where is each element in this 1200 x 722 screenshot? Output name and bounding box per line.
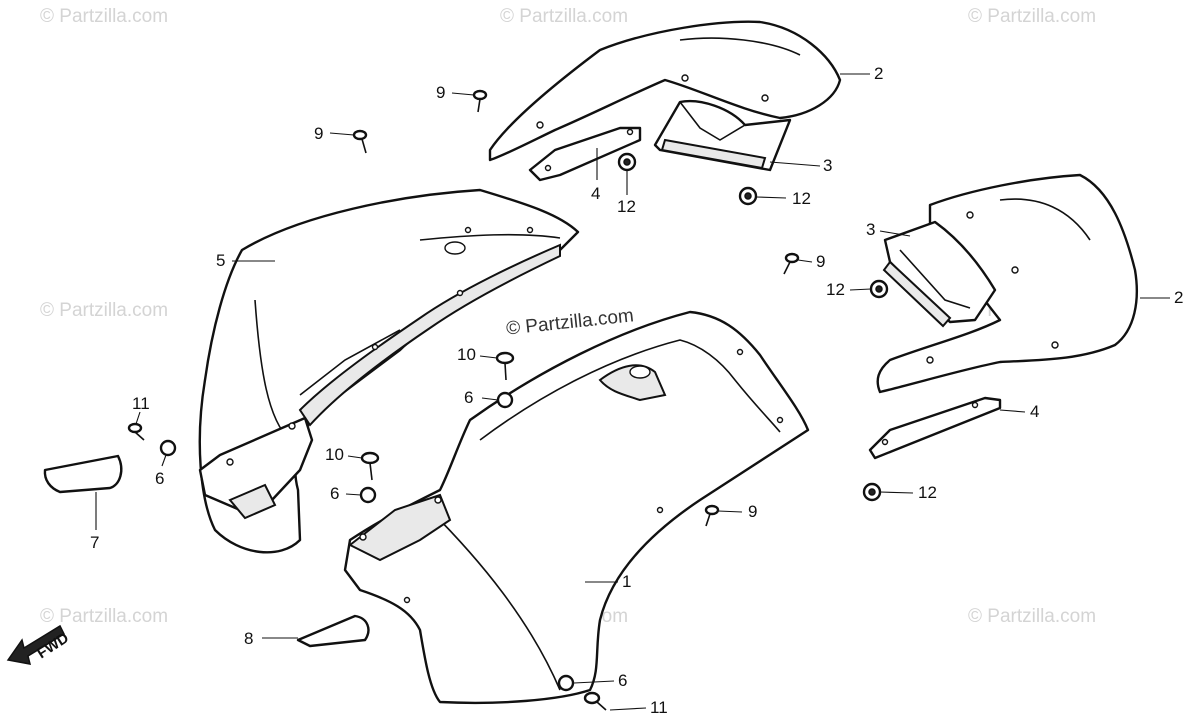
grommet-6-d	[557, 674, 575, 692]
callout-6-c: 6	[155, 469, 165, 488]
fwd-arrow-icon	[6, 624, 65, 665]
callout-2-top: 2	[874, 64, 884, 83]
callout-12-d: 12	[918, 483, 937, 502]
callout-4-right: 4	[1030, 402, 1040, 421]
watermark-top-center: © Partzilla.com	[500, 6, 629, 27]
part-1-fender	[343, 310, 810, 705]
callout-9-d: 9	[748, 502, 758, 521]
callout-2-right: 2	[1174, 288, 1184, 307]
bolt-9-b	[352, 129, 368, 154]
callout-3-top: 3	[823, 156, 833, 175]
nut-12-d	[862, 482, 882, 502]
watermark-mid-left: © Partzilla.com	[40, 300, 169, 321]
bolt-9-a	[472, 89, 488, 113]
nut-12-a	[617, 152, 637, 172]
bolt-11-a	[127, 422, 145, 441]
callout-10-b: 10	[325, 445, 344, 464]
callout-1: 1	[622, 572, 632, 591]
grommet-6-c	[159, 439, 177, 457]
callout-12-a: 12	[617, 197, 636, 216]
nut-12-b	[738, 186, 758, 206]
bolt-10-a	[495, 351, 515, 381]
callout-6-b: 6	[330, 484, 340, 503]
grommet-6-b	[359, 486, 377, 504]
callout-5: 5	[216, 251, 226, 270]
callout-11-b: 11	[650, 698, 668, 717]
callout-6-d: 6	[618, 671, 628, 690]
nut-12-c	[869, 279, 889, 299]
callout-3-right: 3	[866, 220, 876, 239]
part-3-bracket-right	[882, 220, 997, 328]
watermark-top-left: © Partzilla.com	[40, 6, 169, 27]
callout-12-c: 12	[826, 280, 845, 299]
leader-lines	[95, 73, 1170, 711]
bolt-9-c	[783, 252, 800, 275]
callout-7: 7	[90, 533, 100, 552]
part-3-bracket-top	[653, 99, 792, 172]
watermark-bottom-right: © Partzilla.com	[968, 606, 1097, 627]
part-5-fender	[198, 188, 580, 554]
callout-8: 8	[244, 629, 254, 648]
callout-6-a: 6	[464, 388, 474, 407]
callout-12-b: 12	[792, 189, 811, 208]
grommet-6-a	[496, 391, 514, 409]
bolt-9-d	[704, 504, 720, 527]
callout-9-c: 9	[816, 252, 826, 271]
callout-11-a: 11	[132, 394, 150, 413]
callout-4-top: 4	[591, 184, 601, 203]
callout-9-a: 9	[436, 83, 446, 102]
watermark-bottom-left: © Partzilla.com	[40, 606, 169, 627]
part-8-reflector	[296, 614, 370, 648]
bolt-10-b	[360, 451, 380, 481]
part-2-mudflap-top	[488, 20, 842, 162]
bolt-11-b	[583, 691, 607, 711]
callout-10-a: 10	[457, 345, 476, 364]
part-4-plate-top	[528, 126, 642, 182]
part-7-reflector	[43, 454, 123, 494]
callout-9-b: 9	[314, 124, 324, 143]
watermark-top-right: © Partzilla.com	[968, 6, 1097, 27]
part-4-plate-right	[868, 396, 1002, 460]
